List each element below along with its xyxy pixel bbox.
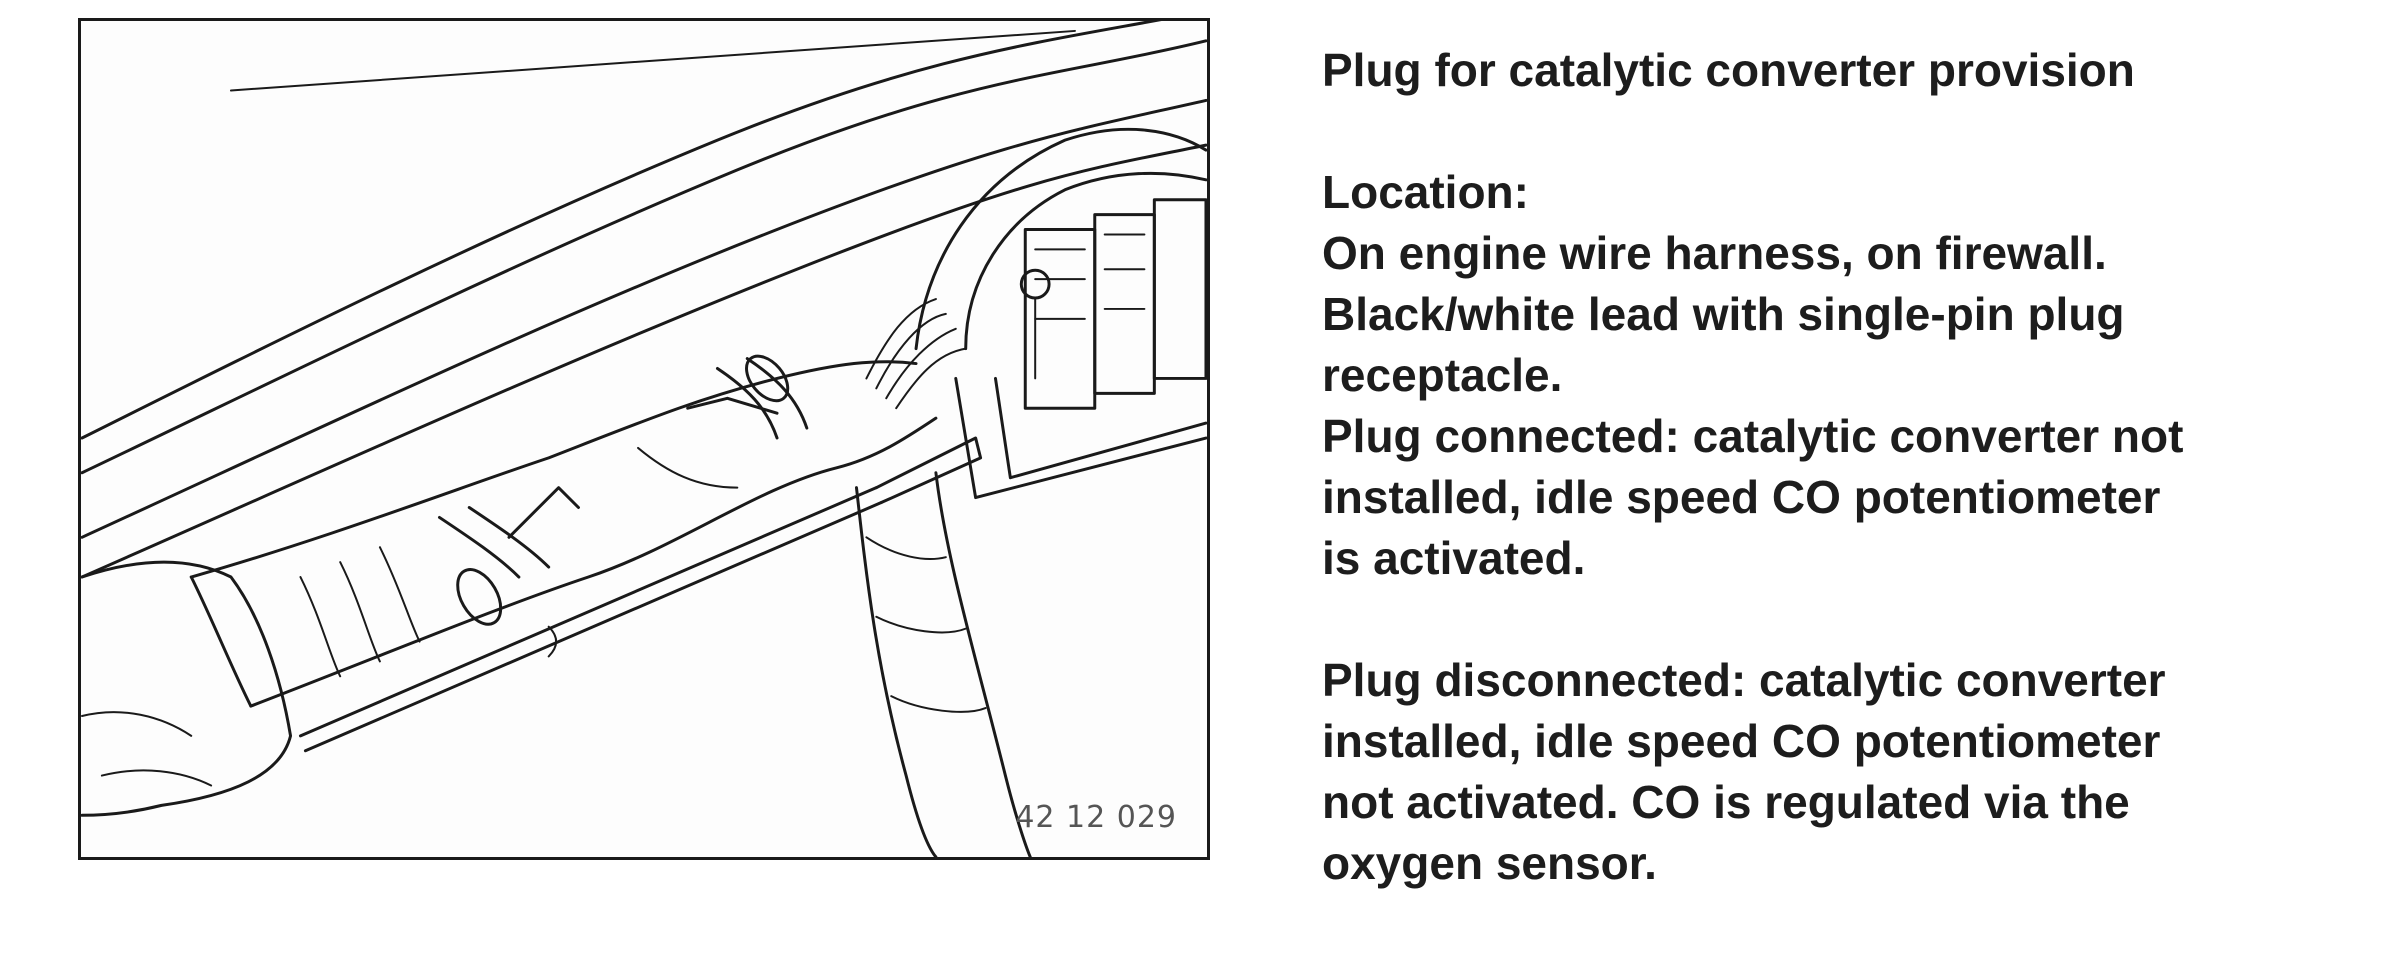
figure-number: 42 12 029 bbox=[1015, 800, 1177, 835]
line-drawing bbox=[81, 21, 1207, 857]
engine-harness-illustration: 42 12 029 bbox=[78, 18, 1210, 860]
location-line: On engine wire harness, on firewall. bbox=[1322, 227, 2107, 279]
disconnected-line: Plug disconnected: catalytic converter bbox=[1322, 654, 2166, 706]
location-line: installed, idle speed CO potentiometer bbox=[1322, 471, 2161, 523]
location-line: Plug connected: catalytic converter not bbox=[1322, 410, 2184, 462]
disconnected-line: not activated. CO is regulated via the bbox=[1322, 776, 2130, 828]
location-line: is activated. bbox=[1322, 532, 1586, 584]
paragraph-gap bbox=[1322, 589, 2382, 650]
location-label: Location: bbox=[1322, 166, 1529, 218]
section-heading: Plug for catalytic converter provision bbox=[1322, 44, 2135, 96]
location-line: receptacle. bbox=[1322, 349, 1563, 401]
description-text: Plug for catalytic converter provision L… bbox=[1322, 40, 2382, 894]
disconnected-line: installed, idle speed CO potentiometer bbox=[1322, 715, 2161, 767]
disconnected-line: oxygen sensor. bbox=[1322, 837, 1657, 889]
location-line: Black/white lead with single-pin plug bbox=[1322, 288, 2125, 340]
